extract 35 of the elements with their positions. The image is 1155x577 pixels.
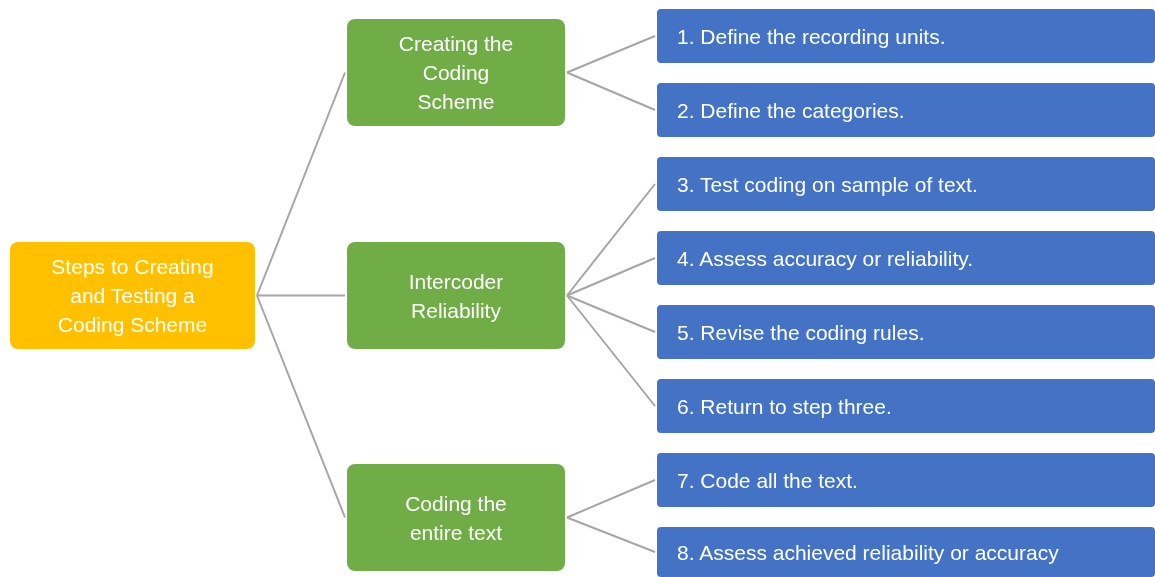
node-label: 7. Code all the text.: [677, 467, 858, 494]
connector-line: [566, 479, 656, 519]
step-box: [657, 9, 1155, 63]
step-box: [657, 157, 1155, 211]
step-box: [657, 379, 1155, 433]
node-label: 4. Assess accuracy or reliability.: [677, 245, 974, 272]
node-label: Coding the entire text: [404, 490, 508, 546]
connector-line: [566, 294, 656, 407]
connector-line: [256, 294, 346, 297]
node-label: 3. Test coding on sample of text.: [677, 171, 978, 198]
node-label: 6. Return to step three.: [677, 393, 892, 420]
connector-line: [566, 294, 656, 333]
step-box: [657, 453, 1155, 507]
connector-line: [566, 183, 656, 297]
step-box: [657, 83, 1155, 137]
connector-line: [566, 516, 656, 553]
step-box: [657, 231, 1155, 285]
connector-line: [566, 35, 656, 74]
connector-line: [256, 71, 346, 297]
node-label: 8. Assess achieved reliability or accuracy: [677, 539, 1059, 566]
connector-line: [256, 294, 346, 519]
category-box: [347, 19, 565, 126]
node-label: 1. Define the recording units.: [677, 23, 946, 50]
step-box: [657, 527, 1155, 577]
node-label: 5. Revise the coding rules.: [677, 319, 925, 346]
node-label: Steps to Creating and Testing a Coding Scheme: [50, 254, 215, 338]
connector-line: [566, 71, 656, 111]
category-box: [347, 464, 565, 571]
node-label: 2. Define the categories.: [677, 97, 905, 124]
node-label: Creating the Coding Scheme: [397, 31, 515, 115]
category-box: [347, 242, 565, 349]
root-box: [10, 242, 255, 349]
connector-line: [566, 257, 656, 297]
step-box: [657, 305, 1155, 359]
node-label: Intercoder Reliability: [407, 268, 505, 324]
